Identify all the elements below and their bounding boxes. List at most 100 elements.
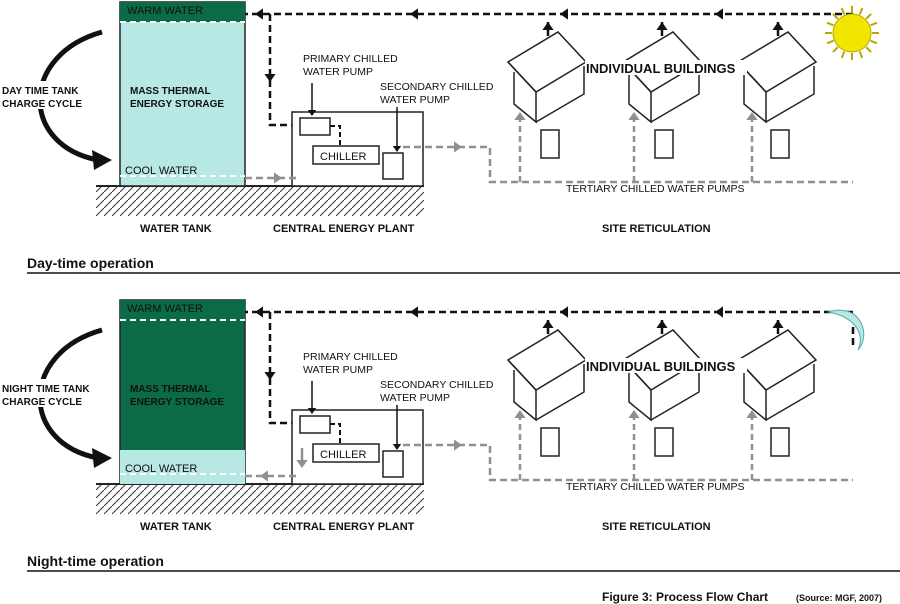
primary-pump	[299, 415, 331, 434]
tertiary-pump	[770, 427, 790, 457]
flow-arrow	[307, 408, 317, 414]
sun-icon	[825, 6, 879, 60]
panel-caption: Night-time operation	[27, 553, 164, 569]
section-label-water-tank: WATER TANK	[140, 521, 212, 533]
warm-water-label: WARM WATER	[127, 303, 203, 315]
flow-arrow	[746, 410, 758, 418]
primary-pump	[299, 117, 331, 136]
flow-arrow	[296, 460, 308, 468]
flow-arrow	[307, 110, 317, 116]
secondary-pump	[382, 152, 404, 180]
flow-arrow	[560, 306, 568, 318]
cool-water-label: COOL WATER	[125, 463, 197, 475]
tertiary-pump	[540, 129, 560, 159]
tertiary-pump	[770, 129, 790, 159]
cycle-label-bg	[0, 81, 100, 109]
flow-arrow	[715, 306, 723, 318]
flow-arrow	[454, 439, 462, 451]
section-label-site-reticulation: SITE RETICULATION	[602, 521, 711, 533]
flow-arrow	[410, 8, 418, 20]
flow-arrow	[264, 74, 276, 82]
secondary-pump-label-line1: SECONDARY CHILLED	[380, 379, 494, 391]
chilled-supply-pipe	[403, 443, 853, 482]
secondary-pump	[382, 450, 404, 478]
secondary-pump-label-line2: WATER PUMP	[380, 94, 450, 106]
flow-arrow	[542, 320, 554, 328]
cool-water-band	[120, 450, 245, 484]
flow-arrow	[454, 141, 462, 153]
cycle-label-line2: CHARGE CYCLE	[2, 99, 82, 110]
individual-buildings-label: INDIVIDUAL BUILDINGS	[586, 61, 736, 76]
primary-pump-label-line2: WATER PUMP	[303, 66, 373, 78]
tertiary-pump	[654, 129, 674, 159]
warm-water-label: WARM WATER	[127, 5, 203, 17]
warm-water-band	[120, 2, 245, 22]
flow-arrow	[264, 372, 276, 380]
tertiary-pump	[654, 427, 674, 457]
warm-to-plant-pipe	[268, 312, 300, 425]
buildings-label-bg	[585, 358, 747, 373]
flow-arrow	[542, 22, 554, 30]
primary-pump-label-line1: PRIMARY CHILLED	[303, 351, 398, 363]
building-icon	[506, 329, 588, 422]
flow-arrow	[260, 470, 268, 482]
tertiary-pumps-label: TERTIARY CHILLED WATER PUMPS	[566, 481, 745, 493]
chilled-supply-pipe	[403, 145, 853, 184]
primary-pump-label-line1: PRIMARY CHILLED	[303, 53, 398, 65]
flow-arrow	[274, 172, 282, 184]
secondary-pump-label-line1: SECONDARY CHILLED	[380, 81, 494, 93]
warm-to-plant-pipe	[268, 14, 300, 127]
flow-arrow	[715, 8, 723, 20]
secondary-pump-label-line2: WATER PUMP	[380, 392, 450, 404]
primary-pump-label-line2: WATER PUMP	[303, 364, 373, 376]
flow-arrow	[255, 306, 263, 318]
warm-return-pipe	[245, 310, 855, 345]
ground-hatch	[96, 484, 424, 514]
flow-arrow	[746, 112, 758, 120]
cycle-label-bg	[0, 379, 100, 407]
cool-water-label: COOL WATER	[125, 165, 197, 177]
flow-arrow	[410, 306, 418, 318]
flow-arrow	[514, 410, 526, 418]
flow-arrow	[772, 22, 784, 30]
figure-caption: Figure 3: Process Flow Chart	[602, 590, 768, 604]
warm-water-band	[120, 300, 245, 320]
building-icon	[621, 31, 703, 124]
tank-label-line1: MASS THERMAL	[130, 384, 211, 395]
building-icon	[506, 31, 588, 124]
building-icon	[736, 31, 818, 124]
panel-caption: Day-time operation	[27, 255, 154, 271]
flow-arrow	[656, 22, 668, 30]
flow-arrow	[772, 320, 784, 328]
building-icon	[621, 329, 703, 422]
chiller-label: CHILLER	[320, 151, 367, 163]
flow-arrow	[656, 320, 668, 328]
flow-arrow	[628, 410, 640, 418]
charge-cycle-arrowhead	[92, 448, 112, 468]
tertiary-pumps-label: TERTIARY CHILLED WATER PUMPS	[566, 183, 745, 195]
building-icon	[736, 329, 818, 422]
cycle-label-line1: NIGHT TIME TANK	[2, 384, 90, 395]
individual-buildings-label: INDIVIDUAL BUILDINGS	[586, 359, 736, 374]
section-label-central-plant: CENTRAL ENERGY PLANT	[273, 223, 415, 235]
moon-icon	[827, 309, 865, 351]
section-label-central-plant: CENTRAL ENERGY PLANT	[273, 521, 415, 533]
tank-label-line2: ENERGY STORAGE	[130, 397, 224, 408]
chiller-feed-pipe	[330, 423, 341, 444]
chiller-feed-pipe	[330, 125, 341, 146]
section-label-water-tank: WATER TANK	[140, 223, 212, 235]
tertiary-pump	[540, 427, 560, 457]
flow-arrow	[392, 444, 402, 450]
buildings-label-bg	[585, 60, 747, 75]
flow-arrow	[628, 112, 640, 120]
water-tank	[119, 1, 246, 187]
charge-cycle-arrowhead	[92, 150, 112, 170]
panel-night: WARM WATER MASS THERMAL ENERGY STORAGE COOL…	[0, 299, 900, 572]
section-label-site-reticulation: SITE RETICULATION	[602, 223, 711, 235]
chiller-box	[312, 443, 380, 463]
tank-label-line1: MASS THERMAL	[130, 86, 211, 97]
chiller-box	[312, 145, 380, 165]
cycle-label-line2: CHARGE CYCLE	[2, 397, 82, 408]
